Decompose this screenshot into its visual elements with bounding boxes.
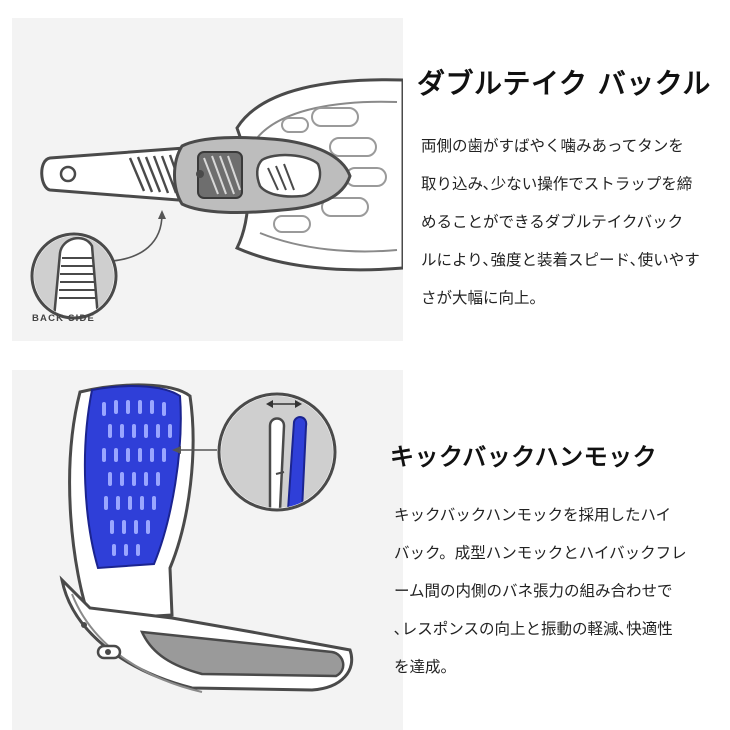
kickback-hammock-description: キックバックハンモックを採用したハイ バック。成型ハンモックとハイバックフレ ー… bbox=[394, 496, 724, 686]
buckle-illustration-panel bbox=[12, 18, 403, 341]
description-line: を達成。 bbox=[394, 658, 457, 676]
kickback-hammock-title: キックバックハンモック bbox=[390, 443, 658, 471]
description-line: ーム間の内側のバネ張力の組み合わせで bbox=[394, 582, 673, 600]
description-line: さが大幅に向上。 bbox=[421, 289, 546, 307]
hammock-illustration-panel bbox=[12, 370, 403, 730]
description-line: ､レスポンスの向上と振動の軽減､快適性 bbox=[394, 620, 673, 638]
description-line: ルにより､強度と装着スピード､使いやす bbox=[421, 251, 700, 269]
description-line: バック。成型ハンモックとハイバックフレ bbox=[394, 544, 687, 562]
double-take-buckle-description: 両側の歯がすばやく噛みあってタンを 取り込み､少ない操作でストラップを締 めるこ… bbox=[421, 127, 721, 317]
description-line: キックバックハンモックを採用したハイ bbox=[394, 506, 672, 524]
double-take-buckle-title: ダブルテイク バックル bbox=[417, 67, 711, 100]
hammock-illustration bbox=[59, 383, 354, 693]
description-line: 両側の歯がすばやく噛みあってタンを bbox=[421, 137, 684, 155]
back-side-label: BACK SIDE bbox=[32, 313, 96, 324]
description-line: 取り込み､少ない操作でストラップを締 bbox=[421, 175, 693, 193]
buckle-illustration bbox=[30, 78, 403, 320]
description-line: めることができるダブルテイクバック bbox=[421, 213, 684, 231]
